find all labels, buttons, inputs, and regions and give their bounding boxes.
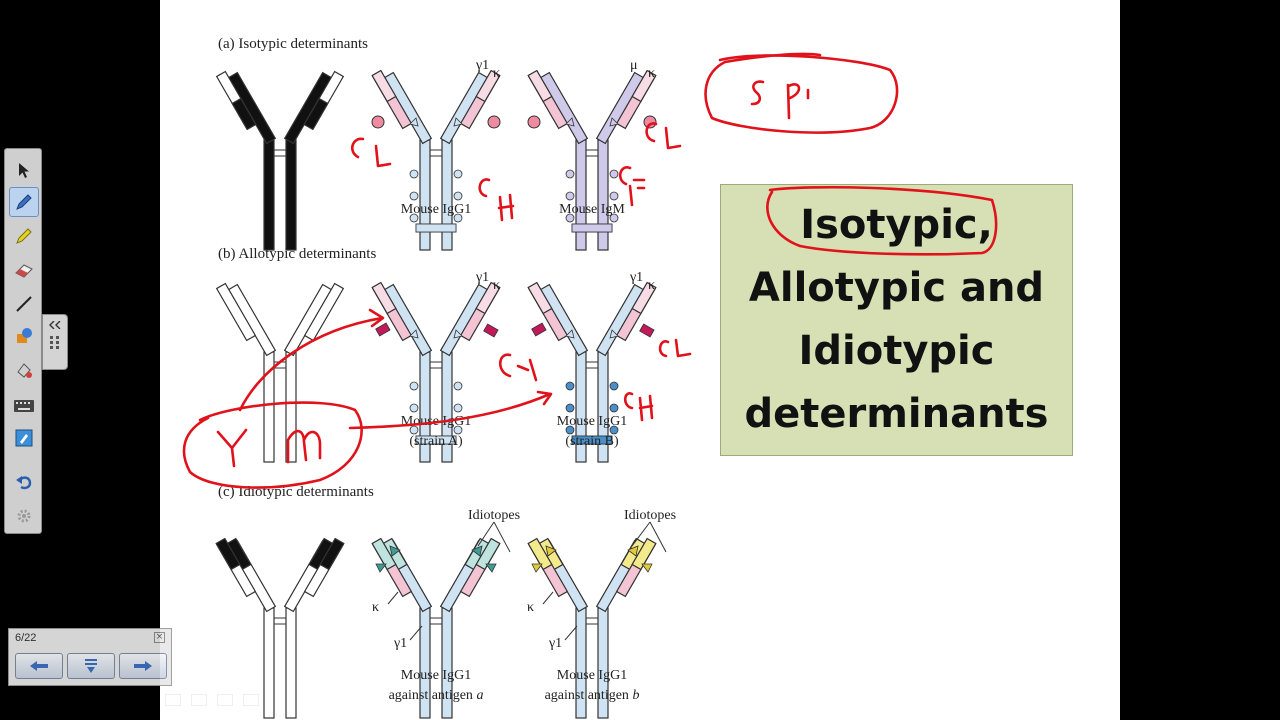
annotation-arrow xyxy=(350,394,550,428)
collapse-icon xyxy=(48,321,62,329)
slide-navigation-panel: 6/22 × xyxy=(8,628,172,686)
line-icon[interactable] xyxy=(9,289,39,319)
annotation-m xyxy=(288,431,320,462)
annotation-ym-circle xyxy=(184,403,362,488)
annotation-ch xyxy=(500,355,536,380)
annotation-ch xyxy=(480,179,513,220)
toolbar-expand-tab[interactable] xyxy=(42,314,68,370)
annotation-cl xyxy=(660,340,690,356)
undo-icon[interactable] xyxy=(9,467,39,497)
menu-icon xyxy=(83,658,99,674)
fill-icon[interactable] xyxy=(9,355,39,385)
faint-pen-icon[interactable] xyxy=(191,694,207,706)
faint-slideshow-controls xyxy=(165,694,259,706)
faint-forward-icon[interactable] xyxy=(243,694,259,706)
annotation-sp-p xyxy=(788,84,799,118)
faint-back-icon[interactable] xyxy=(165,694,181,706)
annotation-toolbar xyxy=(4,148,42,534)
close-icon[interactable]: × xyxy=(154,632,165,643)
previous-icon xyxy=(29,660,49,672)
highlighter-icon[interactable] xyxy=(9,221,39,251)
annotation-arrow xyxy=(240,318,382,410)
annotation-cl xyxy=(352,139,390,166)
next-slide-button[interactable] xyxy=(119,653,167,679)
settings-icon[interactable] xyxy=(9,501,39,531)
handwritten-annotations xyxy=(160,0,1120,720)
annotation-ch xyxy=(625,393,652,420)
annotation-title-circle xyxy=(767,187,996,254)
previous-slide-button[interactable] xyxy=(15,653,63,679)
annotation-y xyxy=(218,430,246,466)
note-icon[interactable] xyxy=(9,423,39,453)
annotation-cl xyxy=(647,123,680,148)
pen-icon[interactable] xyxy=(9,187,39,217)
annotation-sp-circle xyxy=(706,54,897,133)
slide-menu-button[interactable] xyxy=(67,653,115,679)
next-icon xyxy=(133,660,153,672)
page-counter: 6/22 xyxy=(15,632,36,644)
shape-icon[interactable] xyxy=(9,321,39,351)
faint-menu-icon[interactable] xyxy=(217,694,233,706)
keyboard-icon[interactable] xyxy=(9,391,39,421)
annotation-sp-s xyxy=(752,82,763,104)
annotation-ch xyxy=(620,167,644,205)
pointer-icon[interactable] xyxy=(9,155,39,185)
grid-dots-icon xyxy=(49,335,61,351)
slide: (a) Isotypic determinants (b) Allotypic … xyxy=(160,0,1120,720)
eraser-icon[interactable] xyxy=(9,255,39,285)
